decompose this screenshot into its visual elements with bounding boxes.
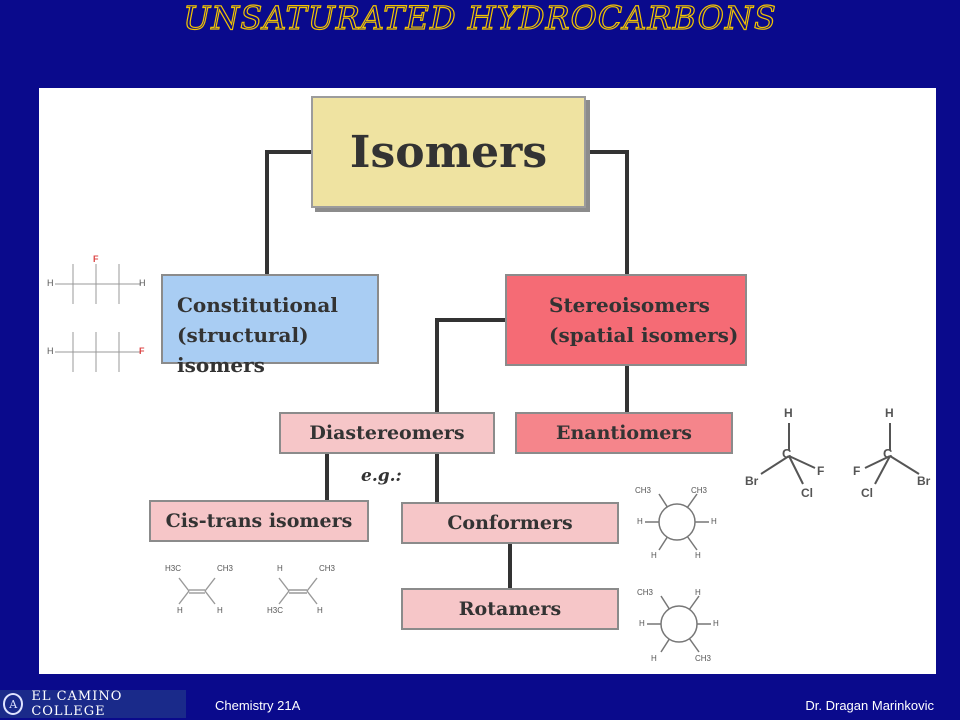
atom-label: Cl xyxy=(801,486,813,500)
atom-label: CH3 xyxy=(695,654,712,663)
node-label-line2: (structural) isomers xyxy=(177,323,309,377)
atom-label: Br xyxy=(917,474,931,488)
atom-label: H xyxy=(885,406,894,420)
atom-label: CH3 xyxy=(637,588,654,597)
atom-label: Br xyxy=(745,474,759,488)
atom-label: H xyxy=(217,606,223,615)
college-seal-icon: A xyxy=(3,693,24,715)
slide-footer: A EL CAMINO COLLEGE Chemistry 21A Dr. Dr… xyxy=(0,688,960,720)
slide-title: UNSATURATED HYDROCARBONS xyxy=(183,0,777,38)
atom-label: H xyxy=(695,588,701,597)
author-name: Dr. Dragan Marinkovic xyxy=(805,698,934,713)
college-logo: A EL CAMINO COLLEGE xyxy=(0,689,186,719)
atom-label: H xyxy=(47,346,54,356)
atom-label: H xyxy=(651,551,657,560)
atom-label: H xyxy=(177,606,183,615)
node-constitutional-isomers: Constitutional (structural) isomers xyxy=(161,274,379,377)
node-conformers: Conformers xyxy=(401,502,619,544)
node-isomers: Isomers xyxy=(311,96,586,208)
constitutional-structures xyxy=(55,264,141,372)
node-enantiomers: Enantiomers xyxy=(515,412,733,454)
node-rotamers: Rotamers xyxy=(401,588,619,630)
atom-label: H xyxy=(639,619,645,628)
atom-label: H xyxy=(713,619,719,628)
atom-label: H3C xyxy=(267,606,284,615)
atom-label: H xyxy=(47,278,54,288)
cis-trans-structures xyxy=(178,577,318,605)
line-isomers-constitutional xyxy=(265,150,311,274)
atom-label: H xyxy=(695,551,701,560)
atom-label: CH3 xyxy=(635,486,652,495)
node-diastereomers: Diastereomers xyxy=(279,412,495,454)
line-isomers-stereo xyxy=(586,150,629,274)
connector-lines xyxy=(55,150,920,653)
enantiomer-structures xyxy=(760,423,920,485)
atom-label: H xyxy=(317,606,323,615)
newman-projections xyxy=(645,493,711,653)
atom-label: H3C xyxy=(165,564,182,573)
atom-label: H xyxy=(711,517,717,526)
example-label: e.g.: xyxy=(361,466,402,486)
node-label-line1: Constitutional xyxy=(177,293,338,317)
atom-label: H xyxy=(651,654,657,663)
node-stereoisomers: Stereoisomers (spatial isomers) xyxy=(505,274,747,366)
atom-label: C xyxy=(883,446,893,461)
line-stereo-diastereomers xyxy=(435,318,505,412)
college-logo-text: EL CAMINO COLLEGE xyxy=(31,689,123,719)
diagram-panel: H F H H F H3C CH3 H H H CH3 H3C H H C Br… xyxy=(39,88,936,674)
atom-label: H xyxy=(637,517,643,526)
node-label-line2: (spatial isomers) xyxy=(549,323,739,347)
atom-label-fluorine: F xyxy=(139,346,145,356)
atom-label: CH3 xyxy=(691,486,708,495)
atom-label: Cl xyxy=(861,486,873,500)
node-cis-trans-isomers: Cis-trans isomers xyxy=(149,500,369,542)
atom-label: H xyxy=(784,406,793,420)
course-name: Chemistry 21A xyxy=(215,698,301,713)
atom-label: F xyxy=(817,464,825,478)
atom-label-fluorine: F xyxy=(93,254,99,264)
atom-label: C xyxy=(782,446,792,461)
atom-label: H xyxy=(277,564,283,573)
atom-label: CH3 xyxy=(319,564,336,573)
node-label-line1: Stereoisomers xyxy=(549,293,710,317)
atom-label: H xyxy=(139,278,146,288)
atom-label: CH3 xyxy=(217,564,234,573)
atom-label: F xyxy=(853,464,861,478)
